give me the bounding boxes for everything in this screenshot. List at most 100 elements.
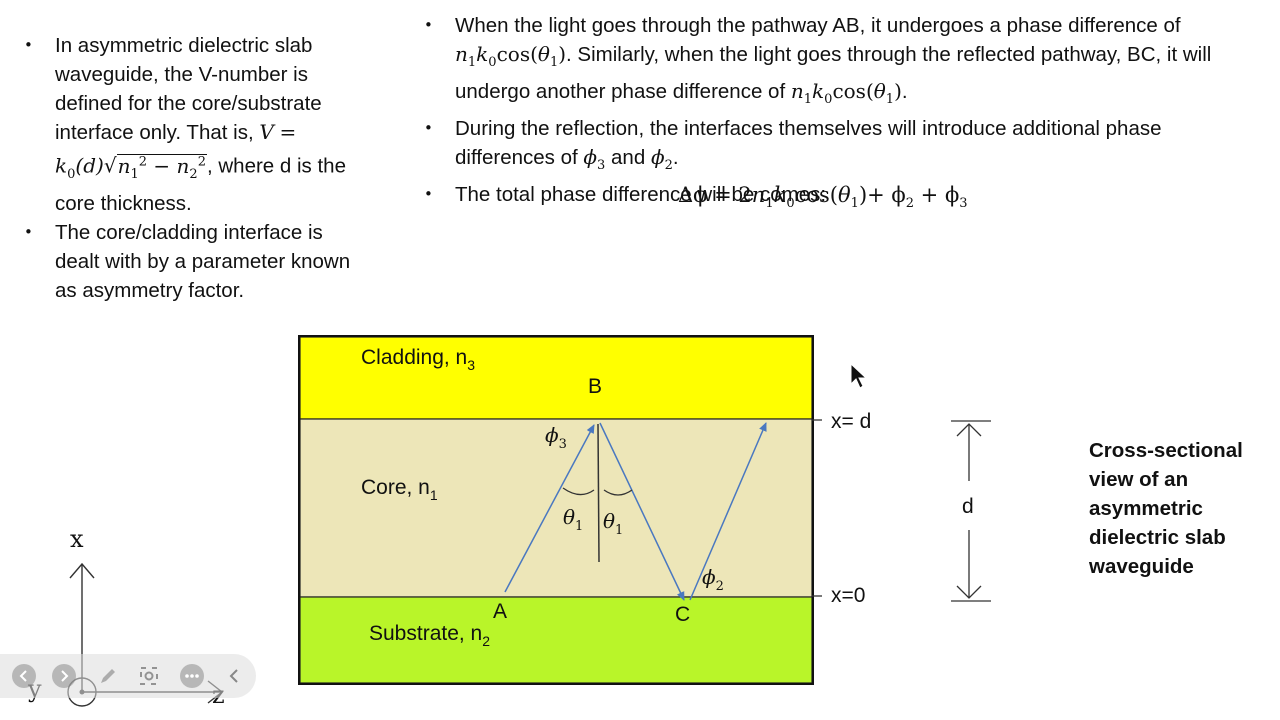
cladding-layer [299,336,813,420]
eq-cos: cos( [794,183,838,207]
diagram-caption: Cross-sectional view of an asymmetric di… [1089,439,1243,578]
math-sub: 0 [824,92,833,107]
bullet-text: In asymmetric dielectric slab waveguide,… [55,34,322,144]
x-eq-d-label: x= d [831,410,871,433]
math-cos: cos( [496,42,538,66]
substrate-label: Substrate, n2 [369,622,490,649]
d-arrow-down-head [956,585,982,599]
axis-x-label: x [70,525,84,553]
more-icon[interactable] [180,664,204,688]
slideshow-toolbar [0,654,256,698]
eq-n: n [751,183,766,207]
forward-icon[interactable] [52,664,76,688]
right-bullet-list: When the light goes through the pathway … [424,11,1254,209]
core-layer [299,418,813,598]
x-axis-arrowhead [69,562,95,579]
bullet-text: The total phase difference will be comes… [455,183,827,206]
eq-sub: 1 [850,196,859,212]
math-k: k [55,153,68,178]
angle-arc-left [562,487,595,496]
eq-sub: 1 [765,196,774,212]
eq-k: k [773,183,787,207]
math-paren: ) [894,79,902,103]
math-paren: ) [558,42,567,66]
ray-reflected [689,422,767,601]
x-eq-0-label: x=0 [831,584,865,607]
math-n2: n [176,153,190,178]
math-theta: θ [873,79,886,103]
waveguide-diagram: Cladding, n3 Core, n1 Substrate, n2 B A … [27,335,991,709]
d-arrow-up-head [956,423,982,437]
eq-part: + ϕ [914,183,960,207]
math-sub: 1 [885,92,895,107]
eq-part: )+ ϕ [858,183,906,207]
math-sub: 1 [803,92,813,107]
sqrt-expression: n12 − n22 [116,153,207,182]
phi3-label: ϕ3 [545,423,567,452]
bullet-text: During the reflection, the interfaces th… [455,117,1162,169]
bullet-text: and [605,146,651,169]
left-bullet-list: In asymmetric dielectric slab waveguide,… [24,31,354,305]
angle-arc-right [603,489,633,496]
bullet-text: When the light goes through the pathway … [455,14,1181,37]
math-n: n [790,79,804,103]
math-minus: − [147,153,177,178]
eq-part: Δϕ = 2 [678,183,752,207]
math-cos: cos( [832,79,874,103]
ray-ab [504,424,595,593]
right-bullet-total: The total phase difference will be comes… [424,180,1254,209]
bullet-text: . [901,80,908,103]
left-bullet-asymmetry: The core/cladding interface is dealt wit… [24,218,354,305]
math-sub: 1 [549,55,559,70]
math-sub: 0 [488,55,497,70]
core-label: Core, n1 [361,476,438,503]
math-sub: 3 [597,158,606,173]
math-sup: 2 [138,154,148,169]
math-eq: = [279,120,297,144]
math-sub: 2 [664,158,673,173]
total-phase-equation: Δϕ = 2n1k0cos(θ1)+ ϕ2 + ϕ3 [678,183,968,211]
math-sub: 0 [67,166,76,182]
eq-sub: 2 [905,196,914,212]
pen-icon[interactable] [96,664,120,688]
theta-right-label: θ1 [603,509,623,538]
normal-line [597,423,600,563]
bullet-text: . Similarly, when the light goes through… [455,43,1212,103]
substrate-layer [299,596,813,684]
left-bullet-vnumber: In asymmetric dielectric slab waveguide,… [24,31,354,218]
mouse-cursor-icon [850,362,868,389]
math-phi: ϕ [650,145,665,169]
cladding-label: Cladding, n3 [361,346,475,373]
zoom-icon[interactable] [137,664,161,688]
back-icon[interactable] [12,664,36,688]
math-k: k [476,42,489,66]
bullet-text: . [672,146,679,169]
collapse-icon[interactable] [222,664,246,688]
bullet-text: The core/cladding interface is dealt wit… [55,220,351,302]
right-bullet-reflection: During the reflection, the interfaces th… [424,114,1254,180]
bullet-text: , where d is the core thickness. [55,154,346,215]
math-theta: θ [537,42,550,66]
math-sup: 2 [197,154,206,169]
eq-theta: θ [838,183,851,207]
math-phi: ϕ [583,145,598,169]
math-n: n [455,42,468,66]
math-d: (d) [75,153,104,178]
phi2-label: ϕ2 [702,565,724,594]
math-sub: 1 [467,55,477,70]
right-bullet-pathway: When the light goes through the pathway … [424,11,1254,114]
math-sub: 2 [189,166,198,182]
waveguide-frame [298,335,814,685]
theta-left-label: θ1 [563,505,583,534]
math-v: V [259,120,274,144]
eq-sub: 0 [786,196,795,212]
thickness-d-label: d [962,495,974,518]
math-k: k [812,79,825,103]
math-n1: n [117,153,131,178]
point-b-label: B [588,375,602,398]
ray-bc [599,422,685,601]
point-c-label: C [675,603,690,626]
point-a-label: A [493,600,507,623]
math-sub: 1 [130,166,139,182]
eq-sub: 3 [959,196,968,212]
